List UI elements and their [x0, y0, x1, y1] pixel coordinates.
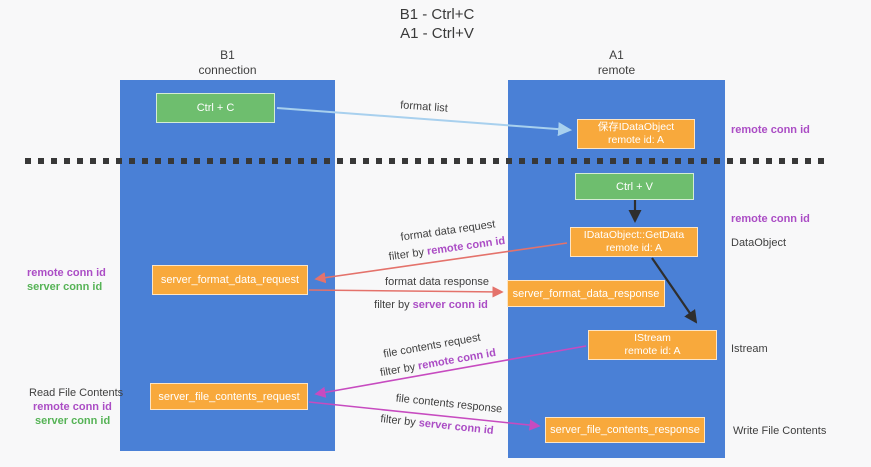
side-label-read-file-contents-group: Read File Contents remote conn id server… — [29, 386, 123, 428]
save-idataobject-line1: 保存IDataObject — [597, 121, 675, 133]
side-label-dataobject: DataObject — [731, 237, 787, 249]
node-ctrl-v: Ctrl + V — [575, 173, 694, 200]
session-divider-dashed-line — [25, 158, 827, 164]
server-conn-id-text: server conn id — [418, 417, 495, 437]
label-format-list: format list — [399, 99, 449, 115]
side-label-remote-conn-id: remote conn id — [731, 124, 810, 136]
node-idataobject-getdata: IDataObject::GetData remote id: A — [570, 227, 698, 257]
title-line-1: B1 - Ctrl+C — [399, 6, 475, 23]
diagram-title: B1 - Ctrl+C A1 - Ctrl+V — [327, 5, 547, 43]
istream-line1: IStream — [634, 332, 671, 344]
left-column-role: connection — [198, 63, 257, 77]
side-label-conn-ids: remote conn id server conn id — [27, 266, 106, 294]
filter-by-text: filter by — [374, 299, 413, 311]
format-data-response-arrow — [308, 286, 504, 298]
right-column-role: remote — [597, 63, 636, 77]
side-label-server-conn-id: server conn id — [35, 415, 111, 427]
server-format-data-response-label: server_format_data_response — [512, 287, 660, 300]
right-column-name: A1 — [609, 48, 624, 62]
side-label-remote-conn-id: remote conn id — [731, 213, 810, 225]
label-format-data-response: format data response — [385, 276, 489, 288]
server-file-contents-response-label: server_file_contents_response — [550, 424, 700, 436]
node-server-file-contents-response: server_file_contents_response — [545, 417, 705, 443]
side-label-remote-conn-id: remote conn id — [33, 401, 112, 413]
node-istream: IStream remote id: A — [588, 330, 717, 360]
side-label-server-conn-id: server conn id — [27, 281, 103, 293]
filter-by-text: filter by — [388, 245, 428, 264]
side-label-istream: Istream — [731, 343, 768, 355]
label-file-contents-response: file contents response — [395, 392, 503, 416]
istream-line2: remote id: A — [624, 345, 681, 357]
idataobject-getdata-line2: remote id: A — [605, 242, 663, 254]
server-conn-id-text: server conn id — [412, 299, 488, 311]
filter-by-text: filter by — [379, 413, 420, 430]
ctrl-v-label: Ctrl + V — [616, 180, 653, 193]
right-column-header: A1 remote — [508, 48, 725, 78]
idataobject-getdata-line1: IDataObject::GetData — [583, 229, 685, 241]
ctrl-c-label: Ctrl + C — [196, 102, 235, 114]
filter-by-text: filter by — [379, 360, 420, 380]
left-column-header: B1 connection — [120, 48, 335, 78]
node-save-idataobject: 保存IDataObject remote id: A — [577, 119, 695, 149]
side-label-write-file-contents: Write File Contents — [733, 425, 827, 437]
label-filter-by-server-conn-id: filter by server conn id — [380, 413, 494, 437]
server-format-data-request-label: server_format_data_request — [160, 274, 300, 286]
node-server-format-data-request: server_format_data_request — [152, 265, 308, 295]
node-server-format-data-response: server_format_data_response — [507, 280, 665, 307]
side-label-remote-conn-id: remote conn id — [27, 267, 106, 279]
node-ctrl-c: Ctrl + C — [156, 93, 275, 123]
title-line-2: A1 - Ctrl+V — [400, 25, 474, 42]
label-filter-by-server-conn-id: filter by server conn id — [374, 299, 488, 311]
left-column-name: B1 — [220, 48, 235, 62]
save-idataobject-line2: remote id: A — [607, 134, 665, 146]
side-label-read-file-contents: Read File Contents — [29, 387, 124, 399]
node-server-file-contents-request: server_file_contents_request — [150, 383, 308, 410]
server-file-contents-request-label: server_file_contents_request — [158, 390, 300, 403]
